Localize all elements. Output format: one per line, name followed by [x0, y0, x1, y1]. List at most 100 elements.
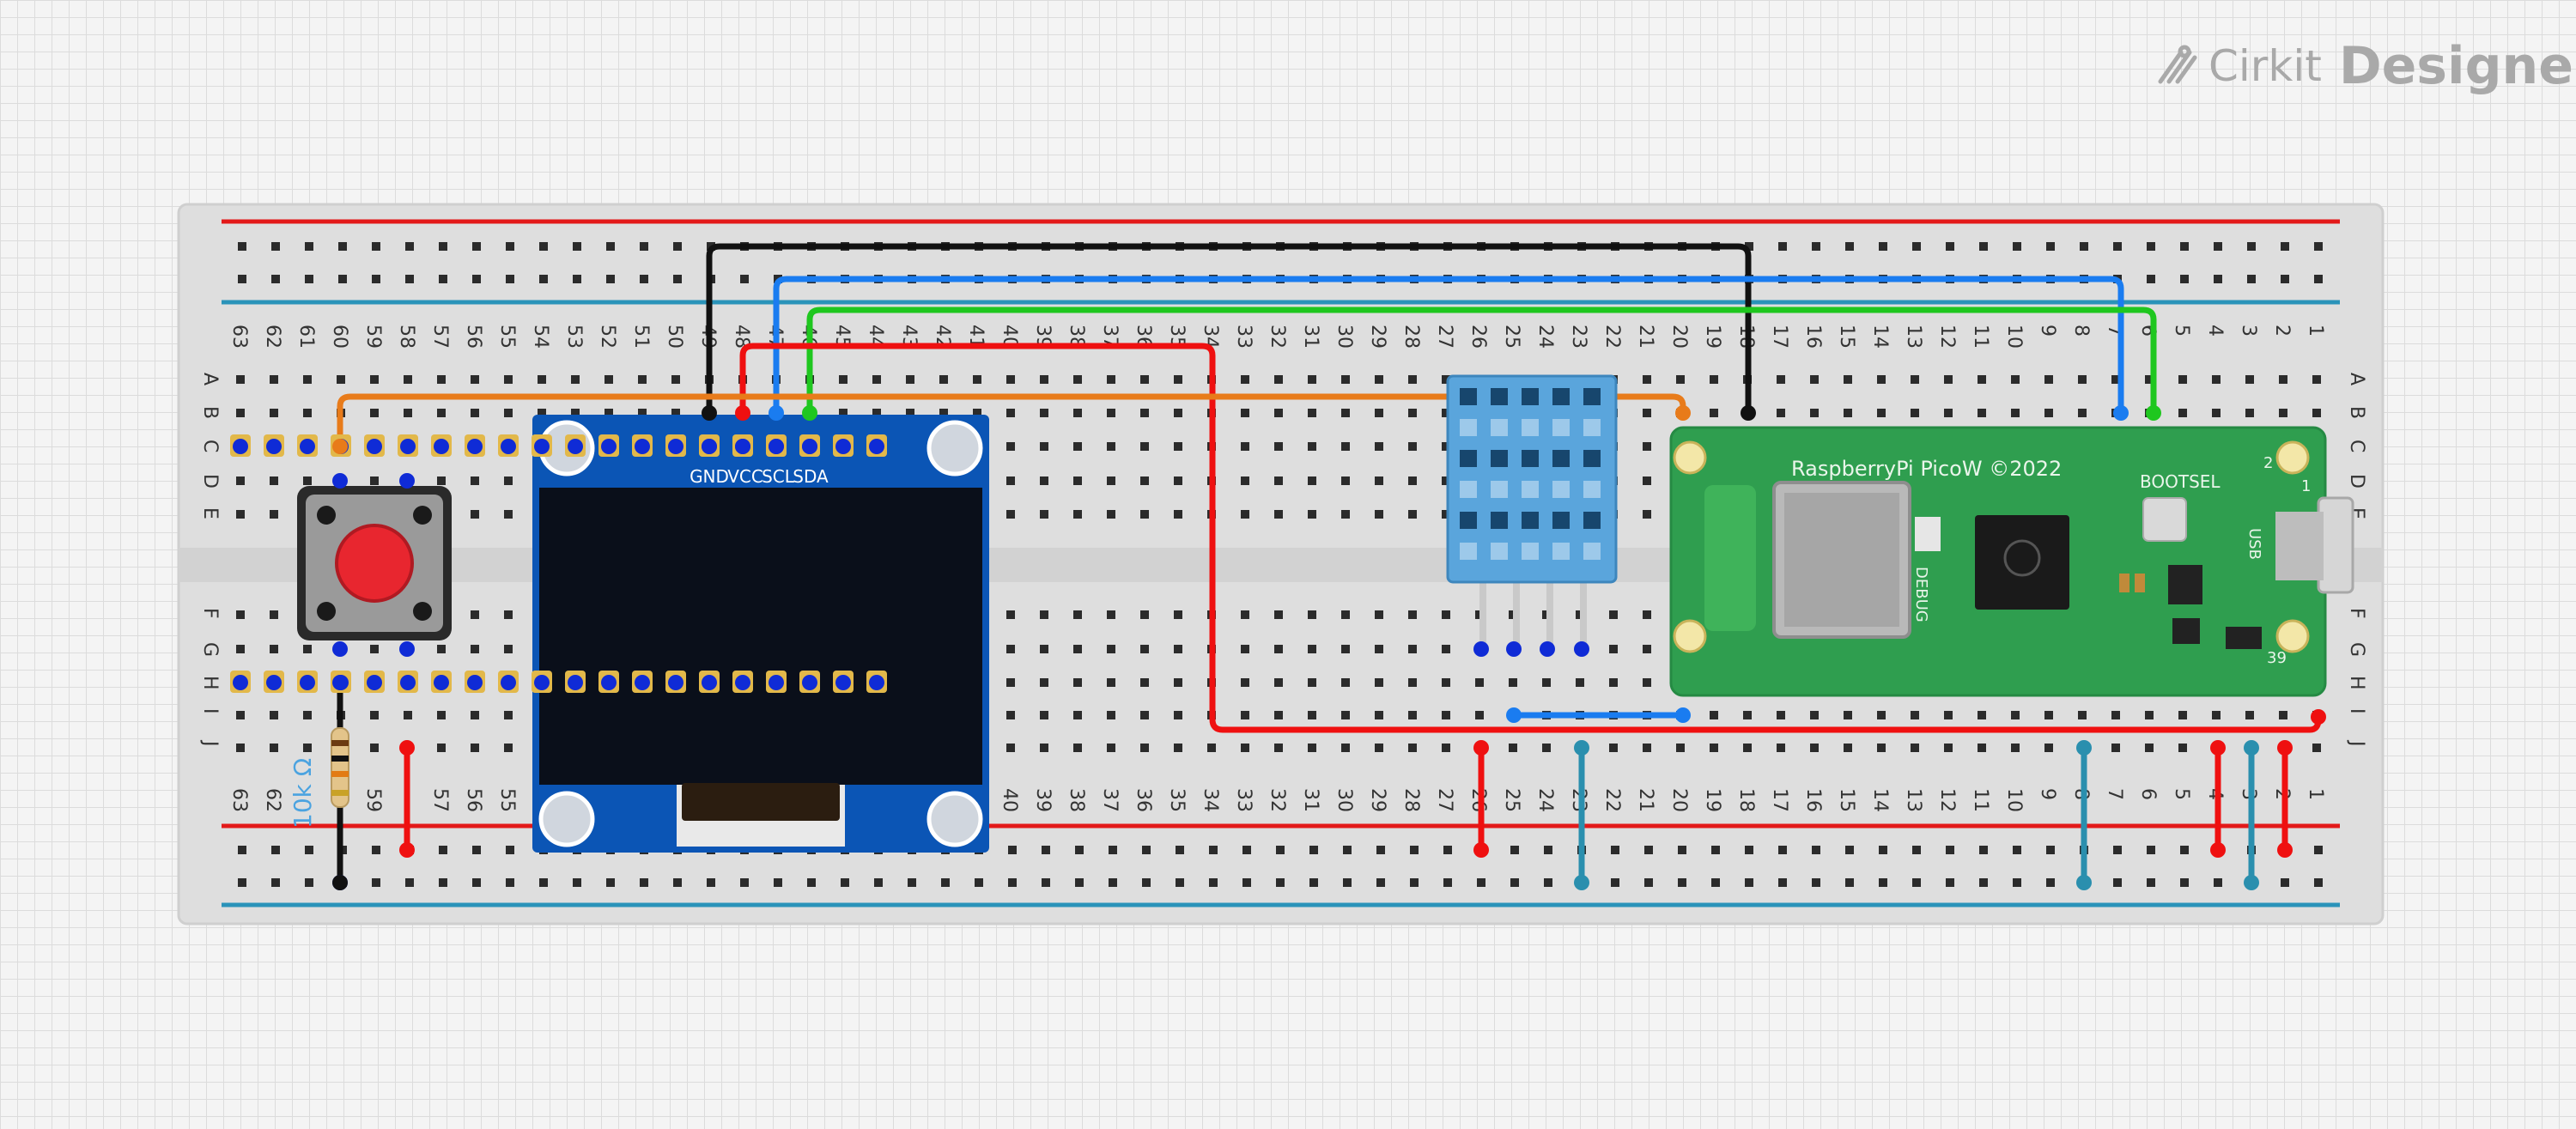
terminal-hole[interactable]	[236, 476, 245, 485]
terminal-hole[interactable]	[1140, 744, 1149, 752]
pin-marker[interactable]	[332, 473, 348, 489]
terminal-hole[interactable]	[906, 375, 914, 384]
terminal-hole[interactable]	[1241, 645, 1249, 653]
terminal-hole[interactable]	[2145, 375, 2154, 384]
terminal-hole[interactable]	[1710, 409, 1718, 417]
rail-hole[interactable]	[606, 242, 615, 251]
terminal-hole[interactable]	[1308, 645, 1316, 653]
terminal-hole[interactable]	[1341, 610, 1350, 619]
rail-hole[interactable]	[271, 846, 280, 854]
terminal-hole[interactable]	[1174, 678, 1182, 687]
rail-hole[interactable]	[1544, 846, 1552, 854]
terminal-hole[interactable]	[1274, 476, 1283, 485]
rail-hole[interactable]	[238, 242, 246, 251]
rail-hole[interactable]	[2147, 878, 2155, 887]
rail-hole[interactable]	[640, 878, 648, 887]
terminal-hole[interactable]	[1073, 442, 1082, 451]
rail-hole[interactable]	[305, 275, 313, 283]
wire-endpoint[interactable]	[1741, 405, 1756, 421]
terminal-hole[interactable]	[2111, 711, 2120, 719]
terminal-hole[interactable]	[973, 375, 981, 384]
terminal-hole[interactable]	[1341, 442, 1350, 451]
rail-hole[interactable]	[2113, 242, 2122, 251]
terminal-hole[interactable]	[1140, 610, 1149, 619]
terminal-hole[interactable]	[1174, 711, 1182, 719]
terminal-hole[interactable]	[1542, 678, 1551, 687]
pin-marker[interactable]	[400, 439, 416, 454]
terminal-hole[interactable]	[2178, 409, 2187, 417]
wire-endpoint[interactable]	[2277, 740, 2293, 756]
terminal-hole[interactable]	[1174, 610, 1182, 619]
terminal-hole[interactable]	[404, 375, 412, 384]
rail-hole[interactable]	[874, 878, 883, 887]
pin-marker[interactable]	[601, 675, 617, 690]
terminal-hole[interactable]	[1140, 476, 1149, 485]
rail-hole[interactable]	[1042, 878, 1050, 887]
rail-hole[interactable]	[1142, 846, 1151, 854]
terminal-hole[interactable]	[1844, 409, 1852, 417]
terminal-hole[interactable]	[1710, 375, 1718, 384]
rail-hole[interactable]	[439, 878, 447, 887]
terminal-hole[interactable]	[1944, 744, 1953, 752]
rail-hole[interactable]	[539, 878, 548, 887]
terminal-hole[interactable]	[2178, 711, 2187, 719]
pin-marker[interactable]	[1506, 641, 1522, 657]
pin-marker[interactable]	[266, 675, 282, 690]
terminal-hole[interactable]	[1643, 744, 1651, 752]
raspberry-pi-pico-w[interactable]: RaspberryPi PicoW ©2022 BOOTSEL DEBUG US…	[230, 426, 2354, 697]
rail-hole[interactable]	[1611, 846, 1619, 854]
terminal-hole[interactable]	[236, 744, 245, 752]
rail-hole[interactable]	[1979, 242, 1988, 251]
terminal-hole[interactable]	[1006, 476, 1015, 485]
wire-endpoint[interactable]	[802, 405, 817, 421]
pin-marker[interactable]	[300, 439, 315, 454]
terminal-hole[interactable]	[1073, 510, 1082, 519]
wire-endpoint[interactable]	[2311, 709, 2326, 725]
terminal-hole[interactable]	[1442, 744, 1450, 752]
terminal-hole[interactable]	[1609, 744, 1618, 752]
rail-hole[interactable]	[606, 878, 615, 887]
rail-hole[interactable]	[1845, 878, 1854, 887]
terminal-hole[interactable]	[1408, 645, 1417, 653]
rail-hole[interactable]	[1309, 846, 1318, 854]
terminal-hole[interactable]	[605, 375, 613, 384]
rail-hole[interactable]	[1109, 878, 1117, 887]
rail-hole[interactable]	[1209, 846, 1218, 854]
terminal-hole[interactable]	[1643, 442, 1651, 451]
terminal-hole[interactable]	[1140, 409, 1149, 417]
rail-hole[interactable]	[2314, 275, 2323, 283]
rail-hole[interactable]	[506, 275, 514, 283]
terminal-hole[interactable]	[504, 610, 513, 619]
terminal-hole[interactable]	[370, 409, 379, 417]
terminal-hole[interactable]	[1375, 744, 1383, 752]
terminal-hole[interactable]	[1643, 375, 1651, 384]
pin-marker[interactable]	[501, 675, 516, 690]
rail-hole[interactable]	[2180, 878, 2189, 887]
terminal-hole[interactable]	[1107, 510, 1115, 519]
rail-hole[interactable]	[740, 878, 749, 887]
rail-hole[interactable]	[673, 878, 682, 887]
terminal-hole[interactable]	[303, 375, 312, 384]
terminal-hole[interactable]	[1375, 645, 1383, 653]
terminal-hole[interactable]	[1643, 409, 1651, 417]
terminal-hole[interactable]	[1442, 442, 1450, 451]
terminal-hole[interactable]	[1676, 375, 1685, 384]
terminal-hole[interactable]	[1040, 476, 1048, 485]
pin-marker[interactable]	[332, 675, 348, 690]
terminal-hole[interactable]	[1107, 610, 1115, 619]
terminal-hole[interactable]	[236, 645, 245, 653]
rail-hole[interactable]	[2113, 878, 2122, 887]
terminal-hole[interactable]	[504, 744, 513, 752]
terminal-hole[interactable]	[2279, 375, 2287, 384]
terminal-hole[interactable]	[1408, 744, 1417, 752]
rail-hole[interactable]	[372, 878, 380, 887]
rail-hole[interactable]	[2214, 242, 2222, 251]
wire-endpoint[interactable]	[2277, 842, 2293, 858]
rail-hole[interactable]	[1979, 878, 1988, 887]
wire-endpoint[interactable]	[332, 875, 348, 890]
pin-marker[interactable]	[769, 675, 784, 690]
terminal-hole[interactable]	[1140, 711, 1149, 719]
wire-endpoint[interactable]	[2076, 740, 2092, 756]
terminal-hole[interactable]	[1174, 375, 1182, 384]
terminal-hole[interactable]	[471, 476, 479, 485]
